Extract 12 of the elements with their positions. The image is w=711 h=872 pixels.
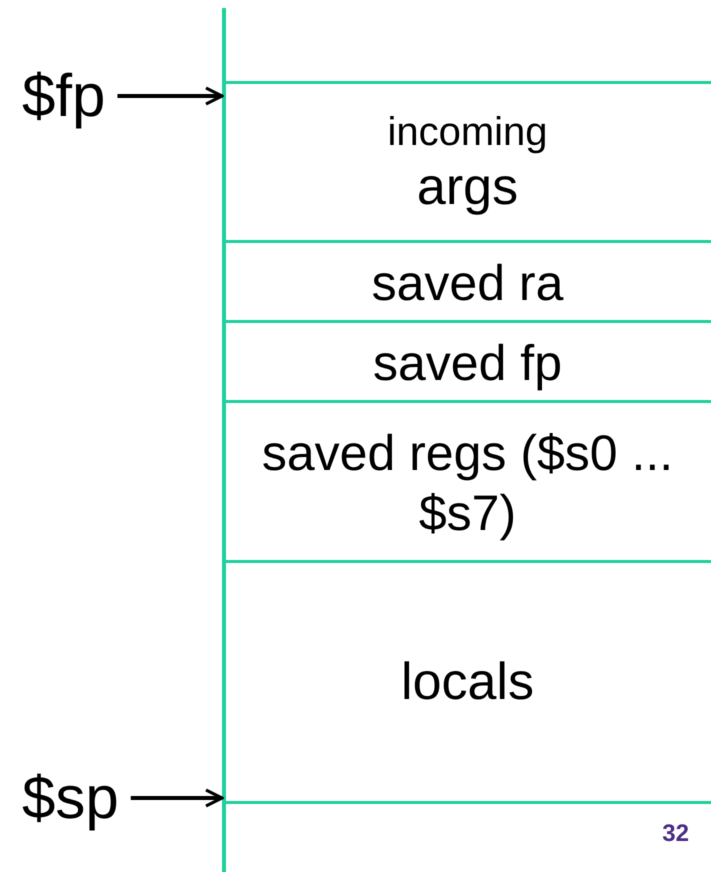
pointer-arrow [117, 86, 224, 106]
stack-frame-section [224, 560, 711, 804]
section-label: saved ra [370, 254, 564, 312]
pointer-label: $sp [22, 768, 119, 828]
section-label: saved fp [372, 334, 563, 392]
section-label: incoming [386, 108, 549, 156]
pointer-label: $fp [22, 66, 106, 126]
pointer-arrow [130, 788, 224, 808]
section-label: locals [400, 652, 535, 713]
section-label: saved regs ($s0 ... $s7) [260, 424, 674, 542]
section-label: args [416, 156, 520, 218]
page-number: 32 [662, 820, 689, 848]
